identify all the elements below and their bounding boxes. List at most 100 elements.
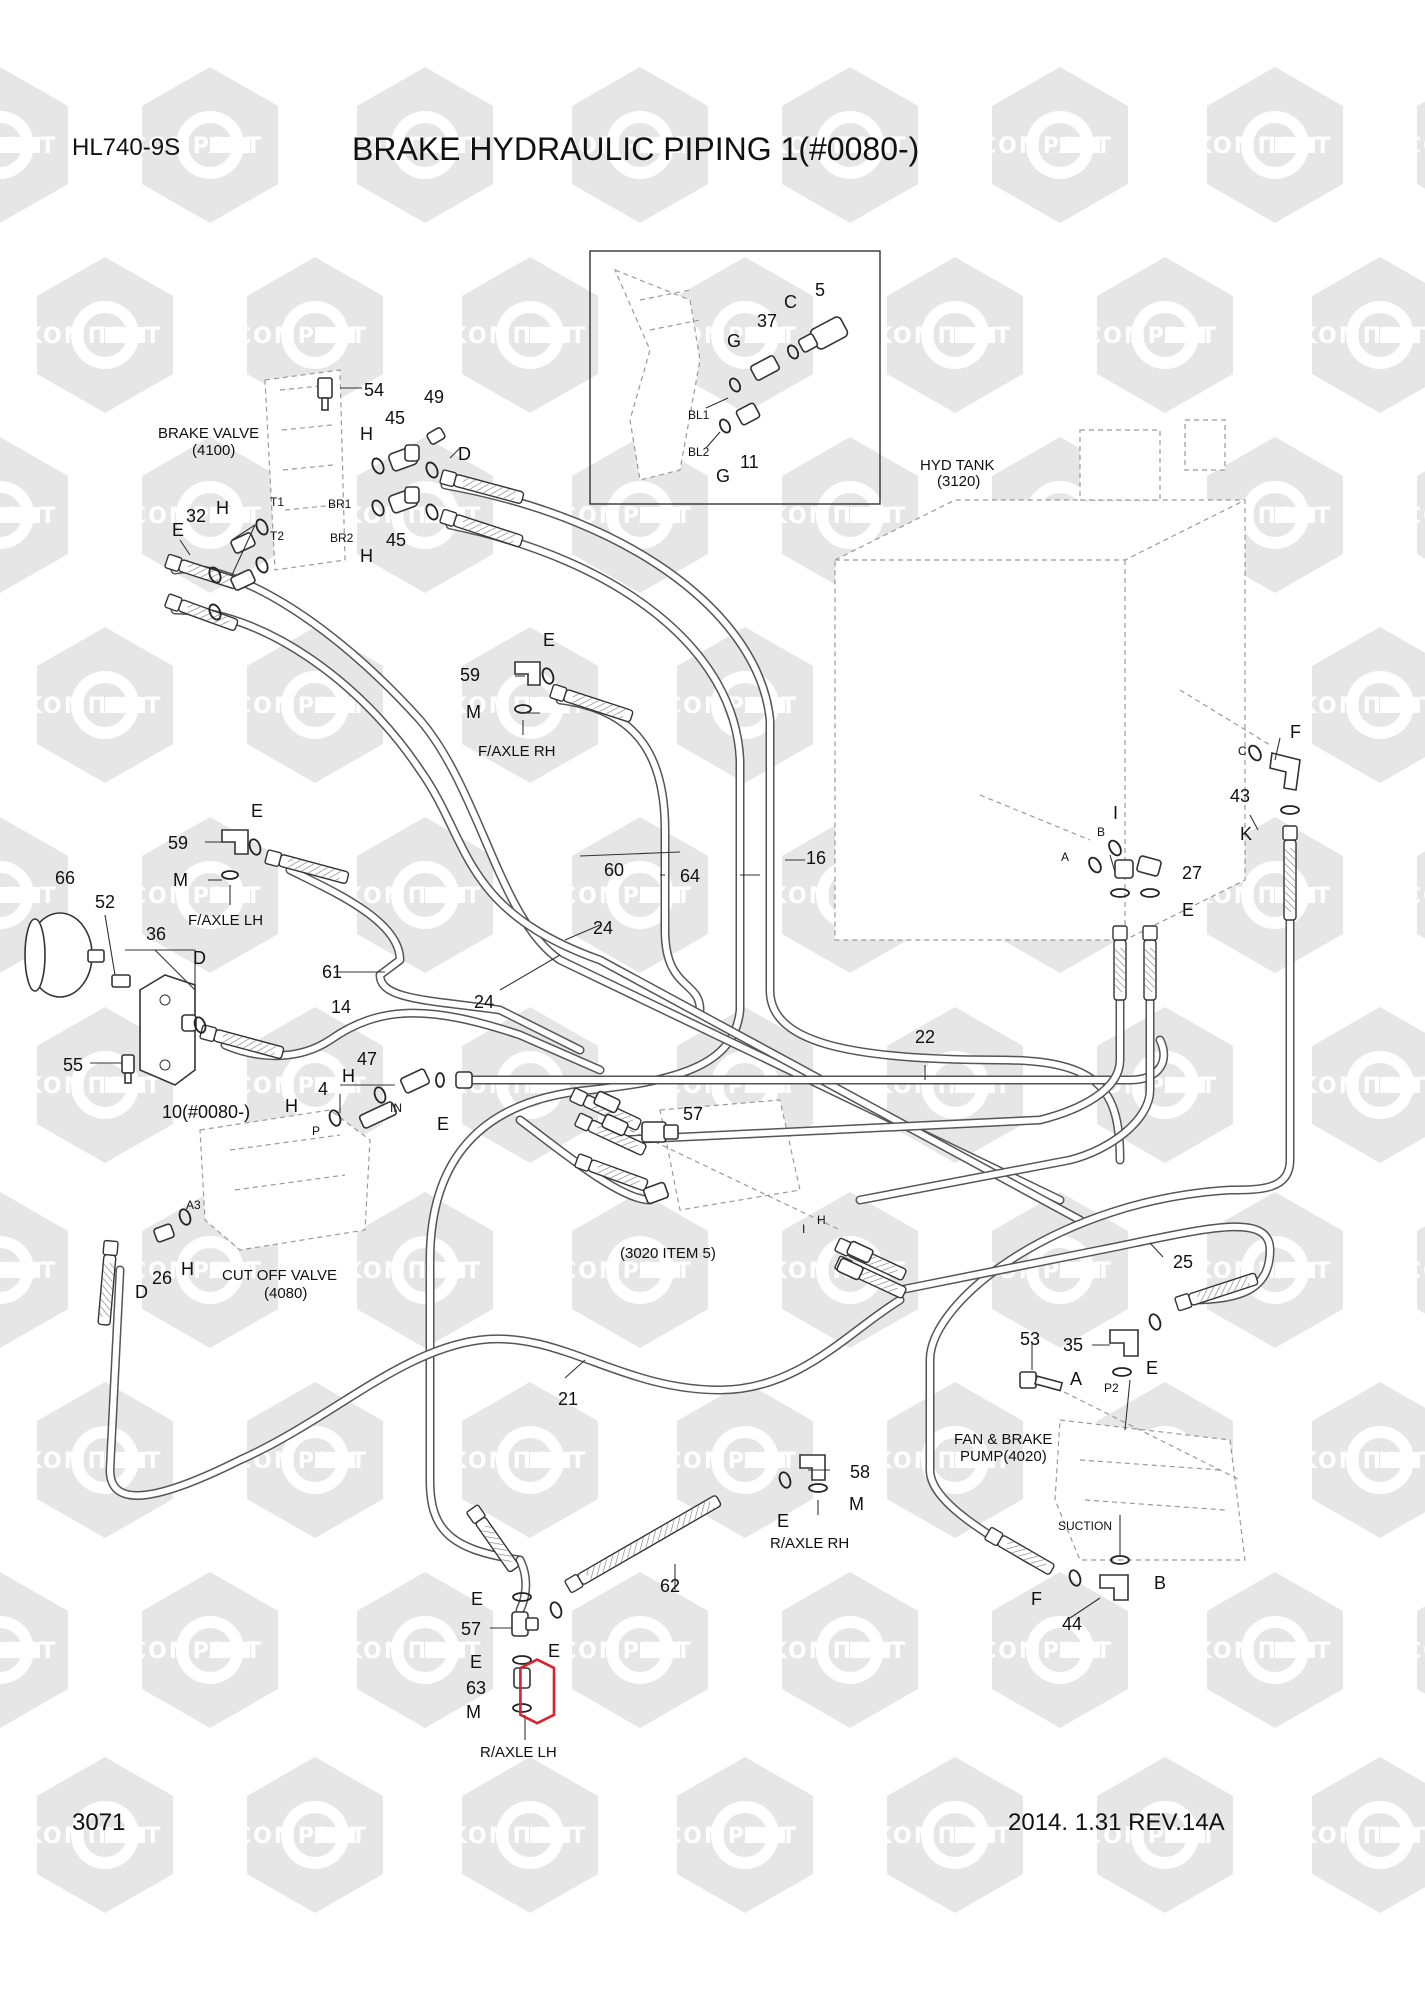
o-ring: [549, 1601, 563, 1619]
seal-label-k: K: [1240, 824, 1252, 844]
watermark-text: COMPART: [1085, 324, 1218, 349]
port-label-p2: P2: [1104, 1381, 1119, 1395]
page-number: 3071: [72, 1809, 125, 1836]
part-label-21: 21: [558, 1389, 578, 1409]
port-label-in: IN: [390, 1101, 402, 1115]
watermark-text: KOMПAPT: [1300, 1074, 1425, 1099]
o-ring: [1110, 888, 1130, 898]
port-label-t2: T2: [270, 529, 284, 543]
part-label-64: 64: [680, 866, 700, 886]
watermark-tile: KOMПAPT: [25, 257, 173, 413]
o-ring: [208, 603, 222, 621]
watermark-text: KOMПAPT: [875, 1449, 1012, 1474]
o-ring: [435, 1072, 445, 1088]
part-label-36: 36: [146, 924, 166, 944]
watermark-text: COMPART: [130, 504, 263, 529]
watermark-text: KOMПAPT: [770, 1639, 907, 1664]
watermark-tile: COMPART: [980, 1572, 1128, 1728]
port-label-b: B: [1097, 825, 1105, 839]
labels: 5 C 37 G BL1 BL2 11 G BRAKE VALVE (4100)…: [55, 280, 1301, 1761]
watermark-tile: KOMПAPT: [450, 257, 598, 413]
seal-label-g-2: G: [716, 466, 730, 486]
o-ring: [1108, 839, 1122, 857]
watermark-text: COMPART: [1405, 134, 1425, 159]
watermark-tile: KOMПAPT: [345, 817, 493, 973]
part-47-elbow: [400, 1068, 430, 1094]
watermark-tile: KOMПAPT: [25, 1007, 173, 1163]
hyd-tank-label: HYD TANK: [920, 457, 994, 474]
o-ring: [208, 566, 222, 584]
seal-label-h-2: H: [360, 546, 373, 566]
watermark-tile: COMPART: [130, 67, 278, 223]
seal-label-f: F: [1290, 722, 1301, 742]
seal-label-e-frh: E: [543, 630, 555, 650]
watermark-tile: COMPART: [130, 1192, 278, 1348]
pipe-22-nut: [455, 1071, 473, 1089]
watermark-text: KOMПAPT: [345, 134, 482, 159]
watermark-text: KOMПAPT: [25, 1449, 162, 1474]
hose-section: [564, 1495, 722, 1594]
o-ring: [178, 1208, 192, 1226]
hose-assemblies: [97, 469, 1298, 1594]
hose-section: [1282, 825, 1298, 921]
part-label-55: 55: [63, 1055, 83, 1075]
item-3020-label: (3020 ITEM 5): [620, 1245, 716, 1262]
watermark-text: COMPART: [130, 1259, 263, 1284]
part-4-adapter: [358, 1101, 398, 1129]
r-axle-rh-label: R/AXLE RH: [770, 1535, 849, 1552]
port-label-p: P: [312, 1124, 320, 1138]
part-label-49: 49: [424, 387, 444, 407]
seal-label-e: E: [172, 520, 184, 540]
o-ring: [1112, 1367, 1132, 1377]
watermark-text: KOMПAPT: [1195, 134, 1332, 159]
port-label-br2: BR2: [330, 531, 354, 545]
part-label-45: 45: [385, 408, 405, 428]
part-44-elbow: [1099, 1574, 1129, 1601]
part-52-fitting: [111, 974, 131, 988]
seal-label-h-3: H: [216, 498, 229, 518]
inset-detail-box: [589, 250, 881, 505]
fittings: [24, 377, 1301, 1689]
watermark-text: KOMПAPT: [0, 504, 57, 529]
watermark-tile: COMPART: [130, 817, 278, 973]
part-32-connector-lower: [230, 569, 256, 591]
part-57-tee-upper: [641, 1121, 679, 1143]
seal-label-e-rrh: E: [777, 1511, 789, 1531]
part-label-63: 63: [466, 1678, 486, 1698]
watermark-text: KOMПAPT: [1300, 1449, 1425, 1474]
watermark-tile: KOMПAPT: [875, 1757, 1023, 1913]
watermark-tile: KOMПAPT: [25, 627, 173, 783]
watermark-text: KOMПAPT: [0, 884, 57, 909]
hyd-tank-code: (3120): [937, 473, 980, 490]
watermark-text: KOMПAPT: [1300, 694, 1425, 719]
watermark-text: COMPART: [980, 134, 1113, 159]
watermark-tile: COMPART: [235, 627, 383, 783]
watermark-tile: KOMПAPT: [1300, 1382, 1425, 1538]
pump-body: [1039, 1379, 1246, 1561]
o-ring: [778, 1471, 792, 1489]
part-54-bolt: [317, 377, 333, 411]
part-11-plug: [735, 402, 761, 426]
hose-section: [1142, 925, 1158, 1001]
watermark-text: COMPART: [665, 1824, 798, 1849]
part-55-bolt: [121, 1054, 135, 1084]
hose-section: [984, 1526, 1055, 1575]
seal-label-e-rlh-3: E: [470, 1652, 482, 1672]
part-label-57-lower: 57: [461, 1619, 481, 1639]
watermark-tile: COMPART: [1085, 257, 1233, 413]
seal-label-c: C: [784, 292, 797, 312]
part-label-4: 4: [318, 1079, 328, 1099]
watermark-tile: COMPART: [130, 1572, 278, 1728]
seal-label-d-26: D: [135, 1282, 148, 1302]
o-ring: [255, 518, 269, 536]
f-axle-lh-label: F/AXLE LH: [188, 912, 263, 929]
watermark: KOMПAPT COMPART KOMПAPT COMPART KOMПAPT COMPA…: [0, 67, 1425, 1913]
seal-label-e-flh: E: [251, 801, 263, 821]
watermark-text: COMPART: [980, 1639, 1113, 1664]
o-ring: [328, 1109, 342, 1127]
hose-section: [549, 683, 634, 723]
hose-section: [199, 1024, 285, 1059]
o-ring: [541, 667, 555, 685]
part-45-elbow-upper: [388, 444, 420, 472]
port-label-bl1: BL1: [688, 408, 710, 422]
